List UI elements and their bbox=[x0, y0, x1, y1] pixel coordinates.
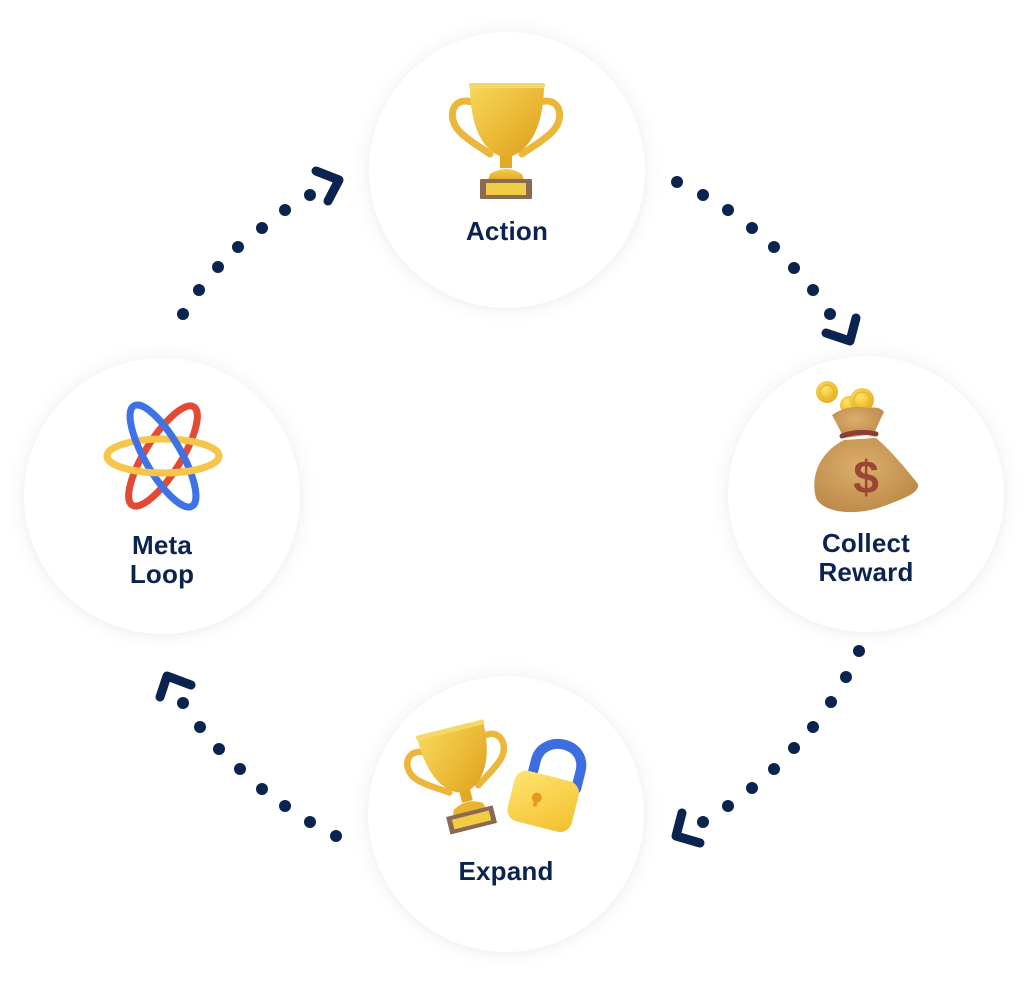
node-meta-loop: Meta Loop bbox=[24, 358, 300, 634]
connector-action-to-reward bbox=[671, 176, 861, 346]
connector-dot bbox=[256, 783, 268, 795]
connector-dot bbox=[232, 241, 244, 253]
node-label: Action bbox=[465, 216, 549, 246]
node-label: Expand bbox=[458, 856, 554, 886]
svg-text:$: $ bbox=[853, 451, 879, 503]
connector-reward-to-expand bbox=[671, 645, 865, 848]
trophy-and-unlock-icon bbox=[404, 719, 587, 835]
money-bag-icon: $ bbox=[814, 381, 919, 513]
connector-dot bbox=[279, 204, 291, 216]
connector-dot bbox=[212, 261, 224, 273]
connector-dot bbox=[768, 763, 780, 775]
node-label-line: Collect bbox=[821, 528, 911, 558]
trophy-icon bbox=[404, 719, 508, 835]
arrowhead-icon bbox=[671, 808, 705, 848]
connector-dot bbox=[213, 743, 225, 755]
unlock-icon bbox=[507, 739, 587, 832]
node-label: Meta Loop bbox=[24, 531, 300, 589]
node-label-line: Loop bbox=[129, 559, 195, 589]
arrowhead-icon bbox=[311, 166, 344, 206]
connector-dot bbox=[825, 696, 837, 708]
node-action: Action bbox=[369, 32, 645, 308]
connector-dot bbox=[671, 176, 683, 188]
node-collect-reward: $ Collect Reward bbox=[728, 356, 1004, 632]
connector-dot bbox=[697, 189, 709, 201]
node-expand: Expand bbox=[368, 676, 644, 952]
connector-dot bbox=[234, 763, 246, 775]
connector-dot bbox=[746, 782, 758, 794]
connector-dot bbox=[788, 742, 800, 754]
arrowhead-icon bbox=[821, 313, 861, 346]
connector-dot bbox=[697, 816, 709, 828]
connector-dot bbox=[768, 241, 780, 253]
connector-dot bbox=[722, 800, 734, 812]
rings-icon bbox=[103, 401, 223, 511]
connector-dot bbox=[746, 222, 758, 234]
node-label-line: Meta bbox=[131, 530, 193, 560]
connector-dot bbox=[722, 204, 734, 216]
connector-dot bbox=[256, 222, 268, 234]
connector-dot bbox=[193, 284, 205, 296]
connector-dot bbox=[807, 284, 819, 296]
connector-dot bbox=[177, 308, 189, 320]
arrowhead-icon bbox=[155, 671, 196, 702]
connector-dot bbox=[824, 308, 836, 320]
connector-dot bbox=[304, 816, 316, 828]
connector-dot bbox=[840, 671, 852, 683]
trophy-icon bbox=[448, 83, 564, 199]
connector-meta-to-action bbox=[177, 166, 344, 320]
node-label-line: Reward bbox=[818, 557, 914, 587]
connector-expand-to-meta bbox=[155, 671, 342, 842]
connector-dot bbox=[330, 830, 342, 842]
connector-dot bbox=[807, 721, 819, 733]
connector-dot bbox=[304, 189, 316, 201]
connector-dot bbox=[788, 262, 800, 274]
node-label: Collect Reward bbox=[728, 529, 1004, 587]
connector-dot bbox=[177, 697, 189, 709]
connector-dot bbox=[853, 645, 865, 657]
connector-dot bbox=[279, 800, 291, 812]
connector-dot bbox=[194, 721, 206, 733]
